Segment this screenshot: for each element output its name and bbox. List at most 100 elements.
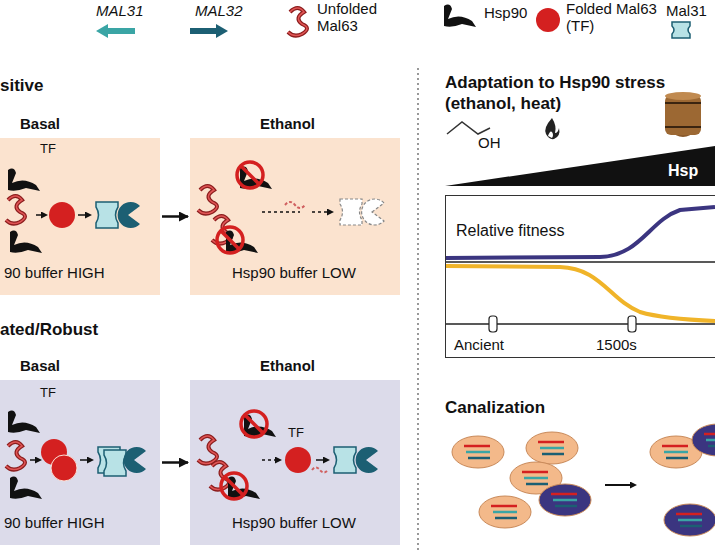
svg-path [124, 447, 146, 473]
chemical-label: OH [478, 134, 501, 151]
svg-line [522, 471, 548, 474]
axis-label: Relative fitness [456, 222, 565, 240]
svg-path [548, 132, 553, 139]
svg-use [10, 477, 42, 499]
svg-line [605, 484, 635, 486]
svg-circle [285, 447, 311, 473]
flow-arrow [162, 215, 188, 218]
panel-heading: Ethanol [260, 115, 315, 132]
svg-rect [665, 95, 701, 135]
svg-line [468, 457, 490, 460]
svg-ellipse [539, 484, 591, 516]
svg-line [665, 102, 701, 104]
flow-arrow [162, 461, 188, 464]
svg-ellipse [479, 496, 531, 528]
svg-line [708, 445, 715, 448]
svg-circle [49, 202, 75, 228]
svg-path [362, 199, 384, 225]
svg-line [706, 439, 715, 442]
svg-path [285, 202, 305, 208]
svg-use [96, 202, 140, 228]
svg-line [262, 459, 280, 461]
buffer-label: 90 buffer HIGH [4, 514, 105, 531]
svg-polygon [445, 146, 715, 186]
section-heading: sitive [0, 76, 43, 96]
svg-ellipse [692, 424, 715, 456]
svg-line [680, 525, 702, 528]
svg-line [417, 68, 418, 550]
svg-line [36, 214, 46, 216]
legend-text: Mal31 [666, 2, 707, 19]
svg-path [446, 207, 715, 258]
legend-text: MAL32 [195, 2, 243, 19]
svg-rect [489, 316, 497, 332]
chart-frame: Relative fitnessAncient 1500s [445, 195, 715, 358]
axis-tick-label: 1500s [596, 336, 637, 353]
svg-line [491, 505, 517, 508]
svg-line [464, 445, 490, 448]
panel-heading: Ethanol [260, 357, 315, 374]
svg-ellipse [452, 436, 504, 468]
svg-ellipse [665, 93, 701, 137]
svg-line [524, 477, 548, 480]
svg-use [334, 447, 378, 473]
legend-text: MAL31 [96, 2, 144, 19]
legend-text: Folded Mal63 (TF) [566, 0, 662, 35]
svg-path [672, 22, 690, 38]
buffer-label: Hsp90 buffer LOW [232, 264, 356, 281]
svg-line [495, 517, 517, 520]
svg-line [30, 459, 40, 461]
svg-path [545, 118, 559, 139]
legend-text: Hsp90 [484, 4, 527, 21]
svg-line [80, 459, 92, 461]
svg-line [316, 459, 328, 461]
svg-line [704, 433, 715, 436]
buffer-label: Hsp90 buffer LOW [232, 514, 356, 531]
svg-path [446, 266, 715, 321]
section-heading: Canalization [445, 398, 545, 418]
svg-line [676, 513, 702, 516]
svg-line [551, 493, 577, 496]
svg-line [540, 447, 564, 450]
svg-use [198, 186, 217, 214]
svg-line [446, 261, 715, 262]
svg-line [190, 28, 218, 34]
svg-line [665, 126, 701, 128]
svg-line [553, 499, 577, 502]
panel-heading: Basal [20, 115, 60, 132]
svg-use [241, 411, 267, 437]
svg-use [8, 169, 40, 191]
tf-label: TF [40, 386, 56, 401]
axis-tick-label: Ancient [454, 336, 504, 353]
svg-path [312, 468, 328, 473]
svg-line [666, 457, 688, 460]
tf-label: TF [288, 426, 304, 441]
svg-line [538, 441, 564, 444]
panel-heading: Basal [20, 357, 60, 374]
svg-ellipse [664, 504, 715, 536]
svg-rect [628, 316, 636, 332]
svg-line [78, 214, 90, 216]
svg-line [526, 483, 548, 486]
svg-use [6, 442, 25, 470]
svg-path [447, 122, 490, 134]
svg-line [555, 505, 577, 508]
svg-line [106, 28, 135, 34]
svg-path [104, 450, 126, 476]
svg-use [8, 411, 40, 433]
svg-path [288, 8, 307, 36]
svg-use [237, 162, 263, 188]
svg-line [678, 519, 702, 522]
svg-line [542, 453, 564, 456]
svg-line [262, 211, 300, 213]
svg-circle [536, 8, 560, 32]
svg-line [493, 511, 517, 514]
svg-path [96, 24, 108, 38]
tf-label: TF [40, 142, 56, 157]
svg-use [10, 231, 42, 253]
wedge-label: Hsp [668, 162, 698, 180]
svg-ellipse [665, 92, 701, 100]
svg-path [340, 199, 362, 225]
svg-use [217, 227, 243, 253]
yeast-cells [452, 424, 715, 536]
